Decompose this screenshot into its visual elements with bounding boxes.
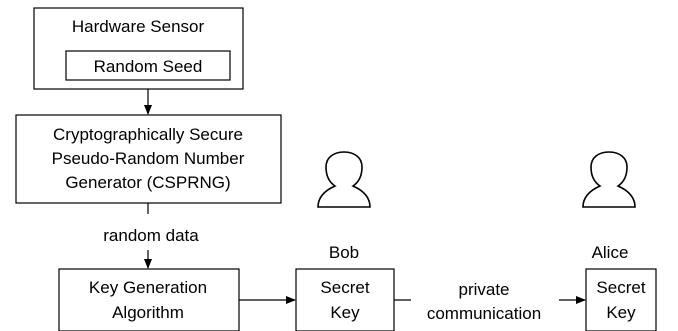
alice-secret-key-line2: Key [606,303,636,322]
person-icon [317,151,371,208]
bob-name-label: Bob [329,243,359,262]
random-seed-box [65,50,231,81]
random-data-label: random data [103,226,199,245]
hardware-sensor-label: Hardware Sensor [72,17,205,36]
key-generation-label-line2: Algorithm [112,303,184,322]
alice-secret-key-line1: Secret [596,278,645,297]
bob-secret-key-line1: Secret [320,278,369,297]
private-communication-line2: communication [427,304,541,323]
csprng-label-line3: Generator (CSPRNG) [65,173,230,192]
csprng-label-line1: Cryptographically Secure [53,125,243,144]
alice-secret-key-box [585,268,657,331]
key-generation-label-line1: Key Generation [89,278,207,297]
person-icon [582,151,636,208]
csprng-label-line2: Pseudo-Random Number [52,149,245,168]
key-generation-box [58,268,240,331]
bob-secret-key-line2: Key [330,303,360,322]
private-communication-line1: private [458,280,509,299]
random-seed-label: Random Seed [94,57,203,76]
alice-name-label: Alice [592,243,629,262]
